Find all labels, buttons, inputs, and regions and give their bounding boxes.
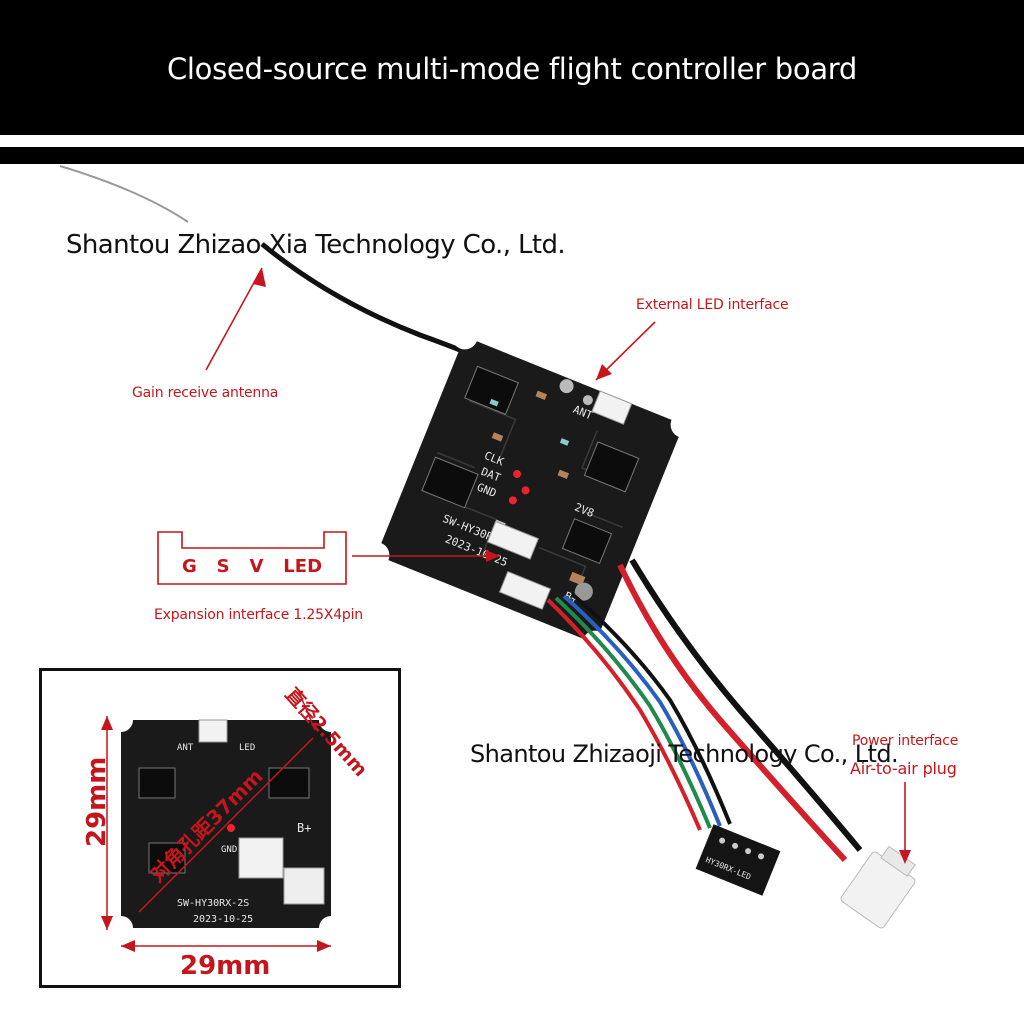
antenna-thin-wire <box>59 165 189 223</box>
dimension-inset: ANT LED GND B+ SW-HY30RX-2S 2023-10-25 2… <box>39 668 401 988</box>
inset-ant: ANT <box>177 743 194 753</box>
header-stripe <box>0 147 1024 164</box>
callout-led: External LED interface <box>636 297 789 313</box>
main-pcb: ANT CLK DAT GND 2V8 SW-HY30RX-2S 2023-10… <box>363 323 697 657</box>
inset-led: LED <box>239 743 255 753</box>
wire-connector <box>498 570 552 610</box>
inset-date: 2023-10-25 <box>193 914 253 925</box>
inset-board: ANT LED GND B+ SW-HY30RX-2S 2023-10-25 <box>101 691 343 952</box>
led-mini-board: HY30RX-LED <box>695 824 781 896</box>
inset-width-label: 29mm <box>180 951 271 981</box>
inset-model: SW-HY30RX-2S <box>177 898 249 909</box>
watermark-top: Shantou Zhizao Xia Technology Co., Ltd. <box>66 230 566 260</box>
expansion-connector <box>486 520 540 560</box>
header-bar <box>0 0 1024 135</box>
watermark-bottom: Shantou Zhizaoji Technology Co., Ltd. <box>470 740 899 768</box>
pin-led: LED <box>283 556 323 577</box>
callout-antenna: Gain receive antenna <box>132 385 279 401</box>
inset-height-label: 29mm <box>82 756 112 847</box>
inset-gnd: GND <box>221 845 237 855</box>
pin-v: V <box>249 556 264 577</box>
pin-g: G <box>181 556 197 577</box>
callout-expansion: Expansion interface 1.25X4pin <box>154 607 363 623</box>
pinout-bracket <box>157 531 347 585</box>
power-plug <box>840 845 916 929</box>
page-title: Closed-source multi-mode flight controll… <box>166 52 858 86</box>
callout-power-line1: Power interface <box>852 733 959 749</box>
pin-s: S <box>216 556 230 577</box>
inset-bplus: B+ <box>297 821 311 835</box>
pinout-labels: G S V LED <box>158 556 346 577</box>
led-connector <box>591 390 633 425</box>
callout-power-line2: Air-to-air plug <box>850 759 957 778</box>
